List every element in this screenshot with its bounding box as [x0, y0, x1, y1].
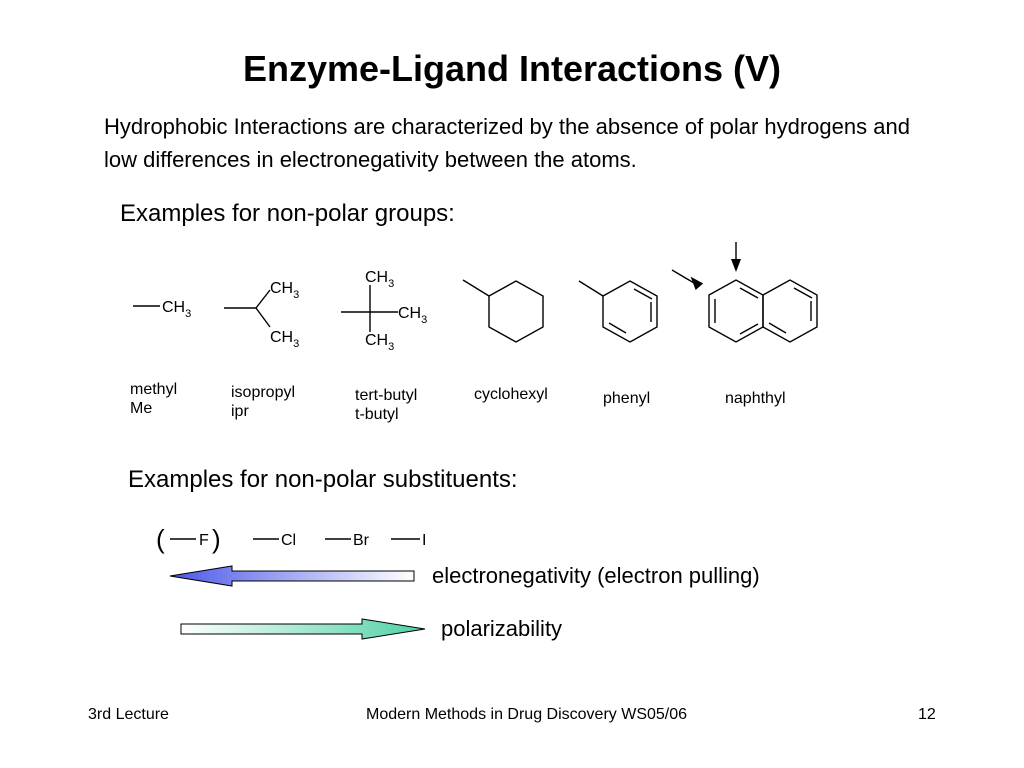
heading-nonpolar-groups: Examples for non-polar groups: [120, 200, 455, 227]
isopropyl-ch3-top: CH3 [270, 280, 299, 301]
methyl-ch3: CH3 [162, 299, 191, 320]
footer-course: Modern Methods in Drug Discovery WS05/06 [366, 706, 688, 723]
naphthyl-rings [708, 279, 818, 343]
label-methyl: methyl Me [130, 381, 178, 417]
label-isopropyl: isopropyl ipr [231, 384, 296, 420]
halogen-cl: Cl [281, 532, 296, 549]
polarizability-arrow [180, 618, 426, 640]
phenyl-ring [578, 280, 658, 343]
intro-text: Hydrophobic Interactions are characteriz… [104, 114, 910, 172]
isopropyl-skeleton [224, 289, 271, 328]
footer-lecture: 3rd Lecture [88, 706, 169, 723]
isopropyl-ch3-bottom: CH3 [270, 329, 299, 350]
tertbutyl-skeleton [341, 285, 398, 332]
halogen-i: I [422, 532, 426, 549]
halogen-f: F [199, 532, 209, 549]
halogen-br: Br [353, 532, 370, 549]
heading-nonpolar-substituents: Examples for non-polar substituents: [128, 466, 518, 493]
paren-open: ( [156, 524, 165, 554]
tertbutyl-ch3-top: CH3 [365, 269, 394, 290]
paren-close: ) [212, 524, 221, 554]
slide-title: Enzyme-Ligand Interactions (V) [242, 48, 782, 89]
footer-page-number: 12 [918, 706, 936, 723]
cyclohexyl-ring [462, 279, 544, 343]
label-electronegativity: electronegativity (electron pulling) [432, 563, 760, 588]
electronegativity-arrow [169, 565, 415, 587]
label-polarizability: polarizability [441, 616, 563, 641]
tertbutyl-ch3-right: CH3 [398, 305, 427, 326]
label-phenyl: phenyl [603, 390, 651, 407]
label-cyclohexyl: cyclohexyl [474, 386, 548, 403]
naphthyl-position-arrows [671, 242, 741, 290]
label-tertbutyl: tert-butyl t-butyl [355, 387, 418, 423]
label-naphthyl: naphthyl [725, 390, 786, 407]
tertbutyl-ch3-bottom: CH3 [365, 332, 394, 353]
